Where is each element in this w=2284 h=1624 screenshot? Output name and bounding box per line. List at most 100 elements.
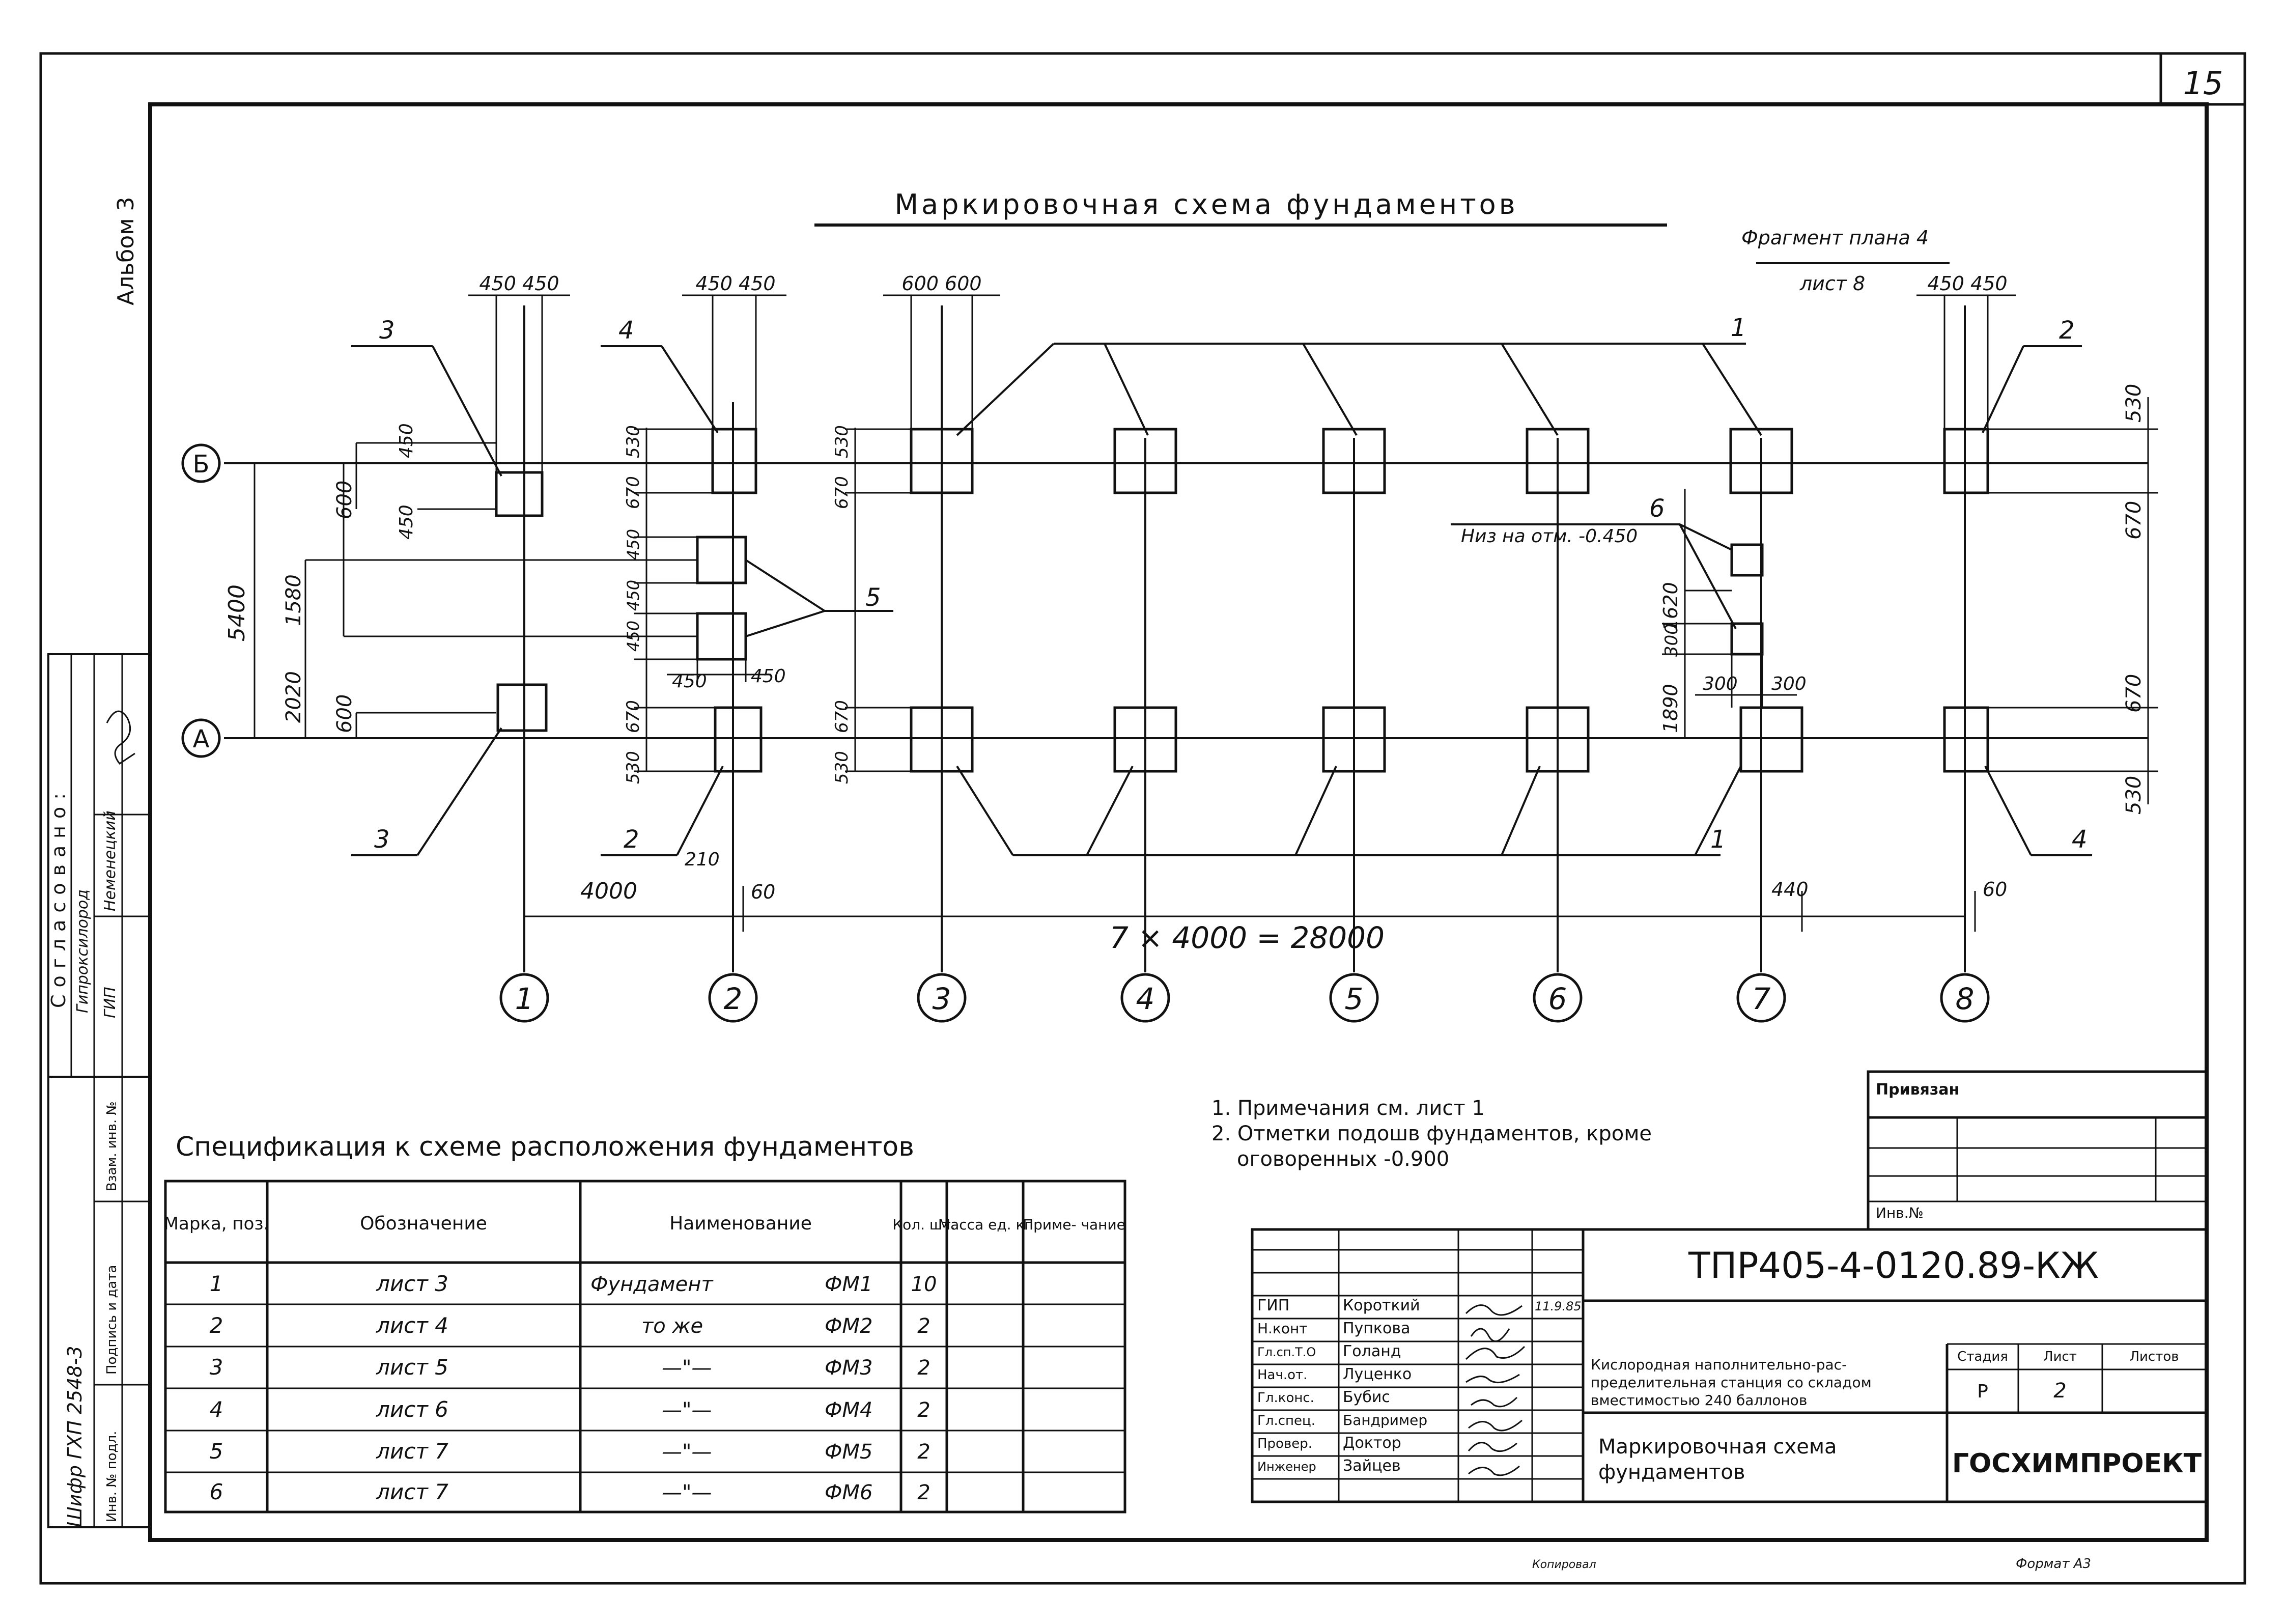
- foundation-fm1-5A: [1322, 706, 1386, 773]
- spec-row-code: ФМ4: [825, 1398, 872, 1422]
- svg-text:530: 530: [832, 425, 852, 458]
- svg-text:2: 2: [724, 982, 743, 1016]
- svg-text:450: 450: [672, 671, 707, 692]
- spec-row-mark: 2: [210, 1313, 223, 1338]
- copy-note: Копировал: [1532, 1558, 1596, 1571]
- svg-text:2020: 2020: [282, 671, 305, 723]
- svg-text:60: 60: [751, 881, 775, 903]
- svg-text:Нач.от.: Нач.от.: [1257, 1367, 1307, 1383]
- spec-row-qty: 2: [917, 1440, 930, 1464]
- svg-text:670: 670: [2122, 501, 2146, 540]
- svg-text:Короткий: Короткий: [1343, 1297, 1420, 1314]
- foundations: [495, 428, 1989, 773]
- sheet-label: Лист: [2043, 1349, 2077, 1364]
- spec-header-doc: Обозначение: [360, 1213, 487, 1234]
- axis-bubble-6: 6: [1533, 973, 1583, 1023]
- svg-text:530: 530: [623, 751, 643, 784]
- svg-text:450: 450: [751, 666, 786, 687]
- album-label: Альбом 3: [113, 197, 139, 305]
- svg-text:670: 670: [832, 476, 852, 509]
- approved-role-1: ГИП: [101, 987, 119, 1018]
- svg-text:Гл.конс.: Гл.конс.: [1257, 1390, 1314, 1406]
- svg-text:Голанд: Голанд: [1343, 1342, 1401, 1360]
- spec-header-qty: Кол. шт.: [892, 1216, 955, 1233]
- svg-text:300: 300: [1661, 624, 1682, 657]
- svg-text:440: 440: [1771, 878, 1809, 901]
- axis-bubble-5: 5: [1329, 973, 1379, 1023]
- spec-row-mark: 6: [210, 1479, 223, 1504]
- svg-text:Доктор: Доктор: [1343, 1434, 1401, 1452]
- svg-text:Бубис: Бубис: [1343, 1388, 1390, 1406]
- spec-row-qty: 2: [917, 1356, 930, 1380]
- spec-header-mass: Масса ед. кг: [938, 1216, 1032, 1233]
- spec-row-code: ФМ3: [825, 1356, 872, 1380]
- plan-title: Маркировочная схема фундаментов: [894, 188, 1518, 220]
- svg-text:670: 670: [623, 700, 643, 733]
- object-line-2: пределительная станция со складом: [1591, 1374, 1872, 1391]
- mark-5: 5: [865, 583, 881, 612]
- svg-text:Гл.спец.: Гл.спец.: [1257, 1413, 1315, 1429]
- spec-row-qty: 2: [917, 1314, 930, 1338]
- foundation-fm3-top: [495, 471, 544, 517]
- spec-row-name: —"—: [662, 1356, 712, 1380]
- svg-text:670: 670: [832, 700, 852, 733]
- svg-text:Луценко: Луценко: [1343, 1365, 1412, 1383]
- axis-bubble-8: 8: [1940, 973, 1990, 1023]
- side-stamp-1: Взам. инв. №: [104, 1101, 120, 1191]
- approval-signature: [106, 710, 135, 765]
- spec-row-qty: 2: [917, 1481, 930, 1504]
- svg-text:Б: Б: [193, 450, 210, 479]
- mark-2-left: 2: [624, 825, 639, 854]
- svg-text:Бандример: Бандример: [1343, 1412, 1427, 1429]
- spec-table: [164, 1180, 1126, 1514]
- spec-row-code: ФМ5: [825, 1440, 872, 1464]
- mark-3-bottom: 3: [374, 825, 390, 854]
- spec-row-qty: 2: [917, 1398, 930, 1422]
- svg-text:600: 600: [333, 481, 356, 519]
- spec-rows: 1 лист 3 Фундамент ФМ1 10 2 лист 4 то же…: [210, 1271, 937, 1504]
- staff-list: ГИП Короткий 11.9.85 Н.конт Пупкова Гл.с…: [1257, 1297, 1582, 1475]
- foundation-fm1-3B: [910, 428, 974, 494]
- organization: ГОСХИМПРОЕКТ: [1952, 1448, 2202, 1479]
- sheet-title-1: Маркировочная схема: [1598, 1435, 1837, 1459]
- spec-row-code: ФМ2: [825, 1314, 872, 1338]
- svg-text:7: 7: [1752, 982, 1771, 1016]
- svg-text:530: 530: [623, 425, 643, 458]
- foundation-fm2-7A: [1739, 706, 1803, 773]
- approved-org-1: Гипроксилород: [74, 889, 92, 1013]
- svg-text:530: 530: [2122, 384, 2146, 423]
- axis-bubble-3: 3: [917, 973, 967, 1023]
- spec-row-name: Фундамент: [590, 1273, 714, 1296]
- foundation-fm4-8A: [1943, 706, 1989, 773]
- svg-text:5: 5: [1345, 982, 1364, 1016]
- svg-text:4000: 4000: [580, 878, 637, 904]
- spec-title: Спецификация к схеме расположения фундам…: [176, 1132, 914, 1162]
- axis-bubble-B: Б: [181, 443, 221, 483]
- side-stamp-3: Инв. № подл.: [104, 1431, 120, 1522]
- spec-header-name: Наименование: [669, 1213, 812, 1234]
- note-1: 1. Примечания см. лист 1: [1211, 1097, 1485, 1120]
- mark-2-right: 2: [2059, 316, 2075, 345]
- spec-row-doc: лист 3: [376, 1271, 448, 1296]
- foundation-fm1-6B: [1526, 428, 1590, 494]
- svg-text:530: 530: [832, 751, 852, 784]
- spec-row-name: то же: [641, 1314, 703, 1338]
- mark-4-right: 4: [2072, 825, 2088, 854]
- foundation-fm2-8B: [1943, 428, 1989, 494]
- spec-row-code: ФМ6: [825, 1481, 872, 1504]
- title-block: [1251, 1228, 2208, 1503]
- svg-text:ГИП: ГИП: [1257, 1297, 1289, 1314]
- svg-text:Пупкова: Пупкова: [1343, 1320, 1410, 1337]
- svg-text:Провер.: Провер.: [1257, 1436, 1312, 1451]
- spec-row-doc: лист 7: [376, 1479, 448, 1504]
- svg-text:450: 450: [624, 621, 643, 652]
- axis-bubble-A: А: [181, 718, 221, 758]
- object-line-1: Кислородная наполнительно-рас-: [1591, 1356, 1847, 1373]
- svg-text:А: А: [193, 725, 210, 753]
- svg-text:Зайцев: Зайцев: [1343, 1457, 1401, 1475]
- svg-text:450: 450: [396, 505, 417, 540]
- spec-row-mark: 5: [210, 1439, 223, 1464]
- sheet-value: 2: [2053, 1379, 2066, 1403]
- approved-title: Согласовано:: [47, 786, 70, 1008]
